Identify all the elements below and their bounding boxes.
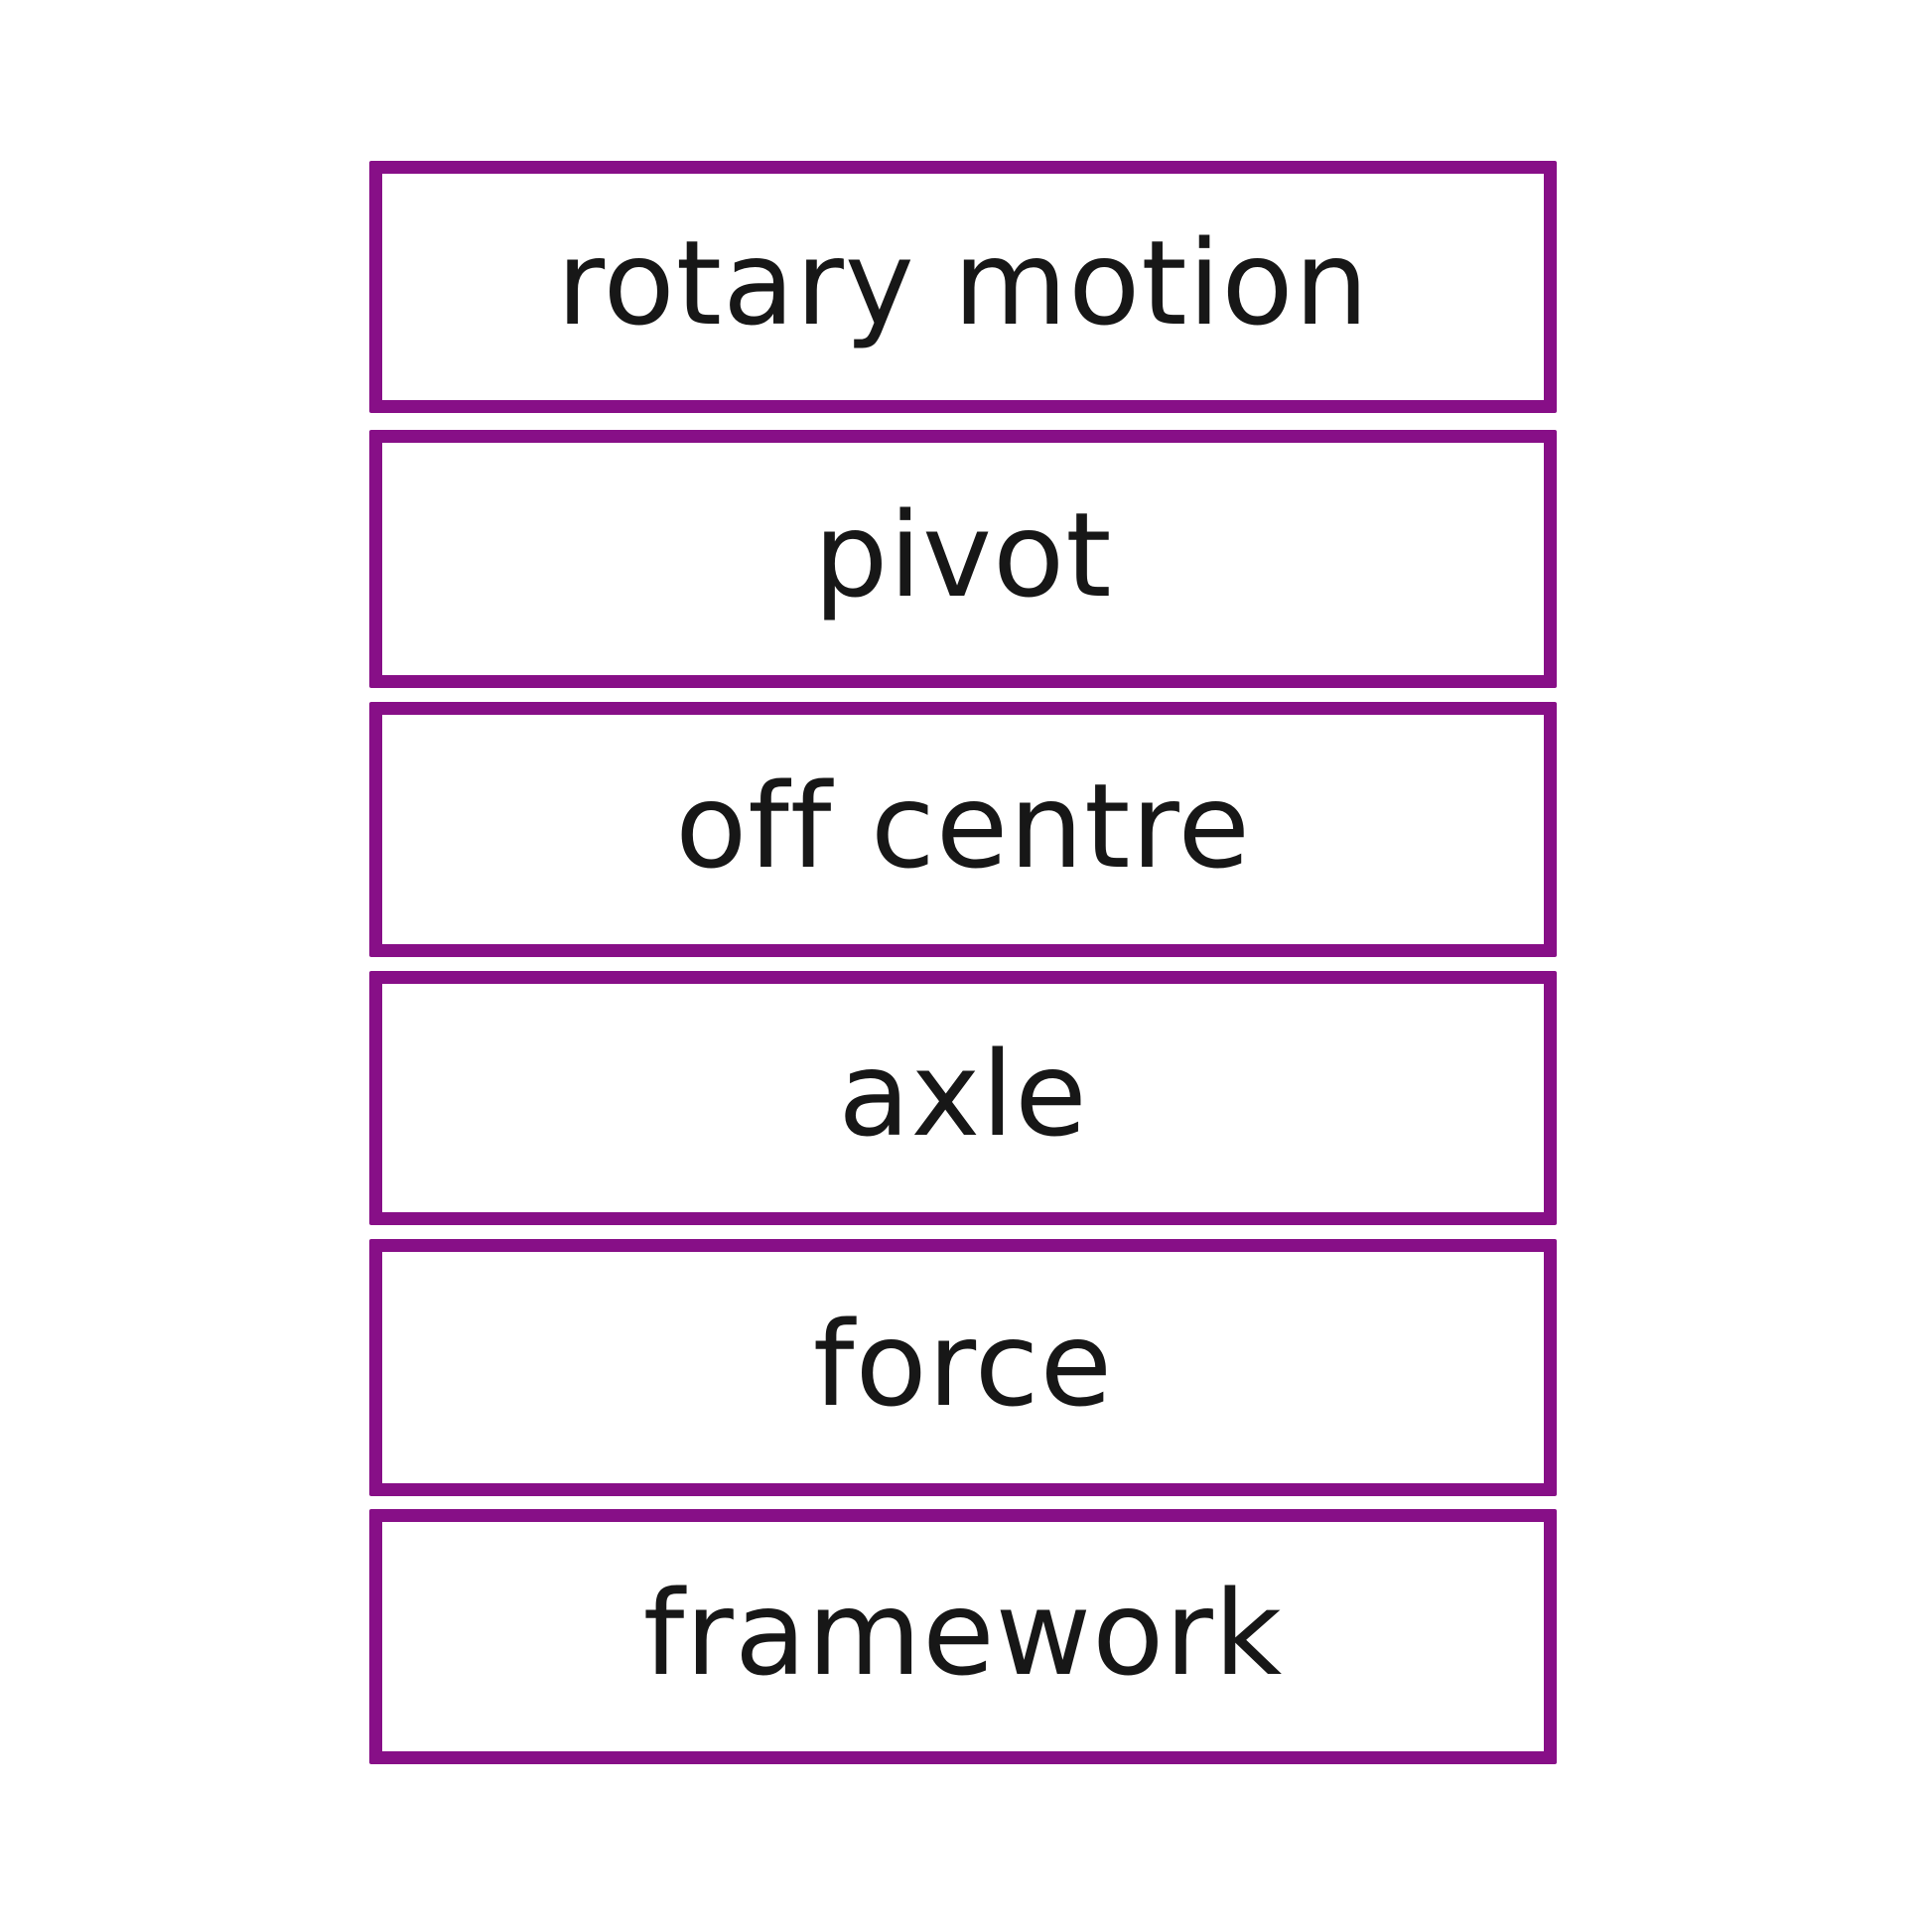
word-card: pivot (369, 430, 1557, 688)
word-label: force (812, 1295, 1114, 1433)
word-label: rotary motion (556, 214, 1370, 351)
word-card: force (369, 1239, 1557, 1496)
word-label: pivot (813, 486, 1113, 623)
word-card: off centre (369, 702, 1557, 957)
word-card: axle (369, 971, 1557, 1225)
word-label: axle (838, 1026, 1088, 1163)
word-label: framework (642, 1564, 1284, 1702)
word-card: framework (369, 1509, 1557, 1764)
word-card: rotary motion (369, 161, 1557, 413)
word-label: off centre (675, 757, 1251, 895)
